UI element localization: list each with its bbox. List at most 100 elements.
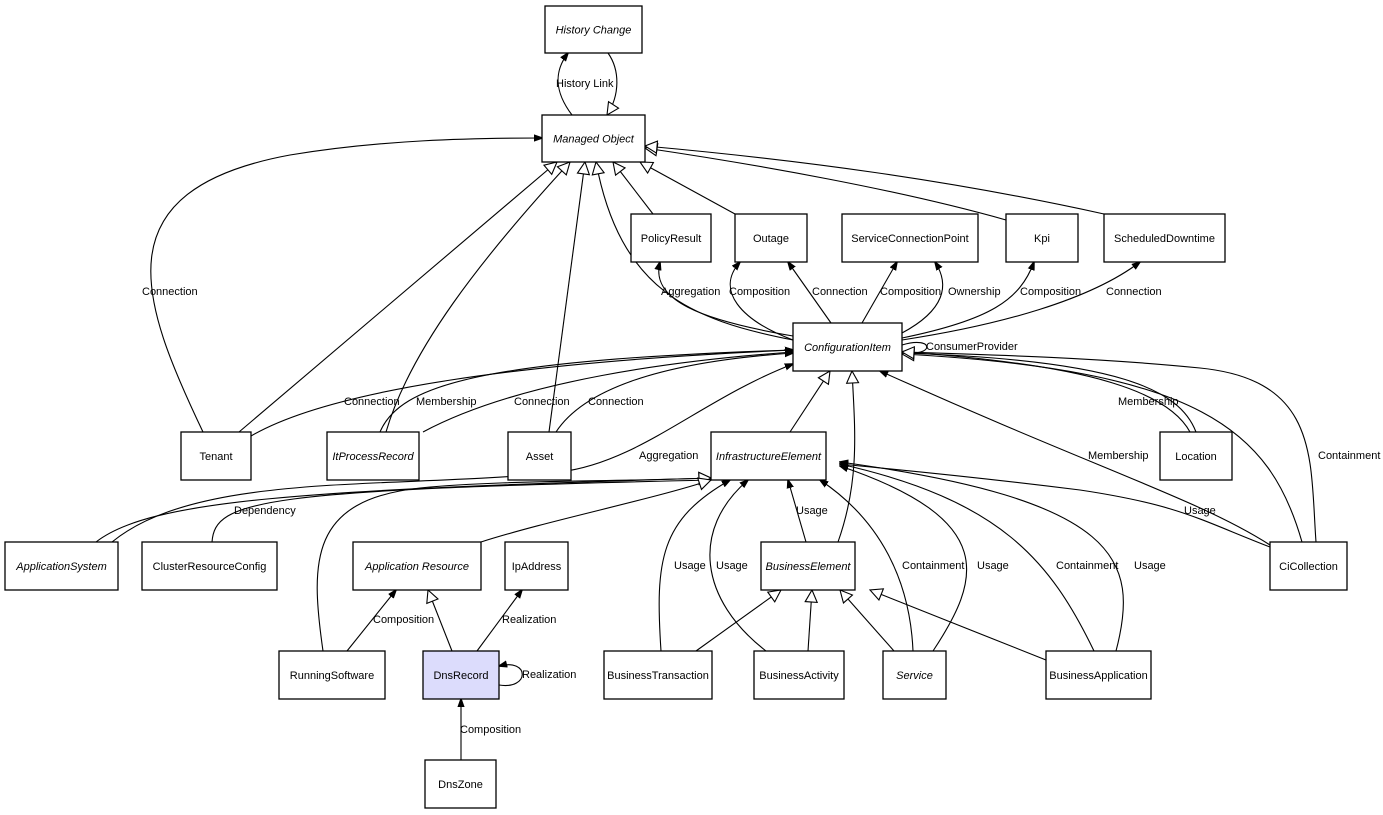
class-box[interactable] [792, 322, 903, 372]
class-node-business-application[interactable]: BusinessApplication [1045, 650, 1152, 700]
association-edge-business_transaction-to-infrastructure_element [658, 480, 730, 652]
class-box[interactable] [841, 213, 979, 263]
association-arrow [901, 262, 1034, 339]
association-arrow [861, 262, 897, 324]
class-box[interactable] [603, 650, 713, 700]
association-arrow [729, 262, 794, 341]
class-node-ip-address[interactable]: IpAddress [504, 541, 569, 591]
generalization-edge-asset-to-managed_object [548, 162, 585, 433]
class-name: ItProcessRecord [332, 451, 414, 463]
class-box[interactable] [1159, 431, 1233, 481]
association-edge-business_application-to-infrastructure_element [840, 462, 1124, 652]
generalization-edge-application_resource-to-infrastructure_element [480, 480, 711, 543]
edge-label: Usage [796, 505, 828, 517]
class-box[interactable] [734, 213, 808, 263]
class-box[interactable] [882, 650, 947, 700]
generalization-edge-running_software-to-infrastructure_element [316, 478, 711, 652]
generalization-arrow [596, 162, 794, 341]
association-edge-asset-to-configuration_item [555, 353, 793, 433]
class-box[interactable] [753, 650, 845, 700]
edges-layer [95, 53, 1317, 760]
class-box[interactable] [326, 431, 420, 481]
association-arrow [379, 350, 793, 433]
class-box[interactable] [1103, 213, 1226, 263]
class-name: ClusterResourceConfig [153, 561, 267, 573]
class-name: BusinessActivity [759, 670, 839, 682]
class-node-business-element[interactable]: BusinessElement [760, 541, 856, 591]
association-arrow [499, 665, 523, 687]
class-box[interactable] [1269, 541, 1348, 591]
class-node-location[interactable]: Location [1159, 431, 1233, 481]
edge-label: ConsumerProvider [926, 341, 1018, 353]
edge-label: Membership [416, 396, 477, 408]
class-node-outage[interactable]: Outage [734, 213, 808, 263]
class-box[interactable] [507, 431, 572, 481]
association-edge-business_activity-to-infrastructure_element [709, 480, 767, 652]
class-box[interactable] [180, 431, 252, 481]
class-node-ci-collection[interactable]: CiCollection [1269, 541, 1348, 591]
association-arrow [150, 138, 542, 433]
class-box[interactable] [424, 759, 497, 809]
class-node-managed-object[interactable]: Managed Object [541, 114, 646, 163]
class-box[interactable] [1045, 650, 1152, 700]
class-node-history-change[interactable]: History Change [544, 5, 643, 54]
class-box[interactable] [1005, 213, 1079, 263]
class-name: Managed Object [553, 133, 635, 145]
class-box[interactable] [630, 213, 712, 263]
class-name: BusinessElement [766, 561, 852, 573]
generalization-edge-application_system-to-infrastructure_element [95, 478, 711, 543]
association-edge-tenant-to-managed_object [150, 138, 542, 433]
association-arrow [788, 480, 807, 543]
edge-label: Connection [812, 286, 868, 298]
class-node-policy-result[interactable]: PolicyResult [630, 213, 712, 263]
class-node-dns-record[interactable]: DnsRecord [422, 650, 500, 700]
class-node-cluster-resource-config[interactable]: ClusterResourceConfig [141, 541, 278, 591]
class-name: IpAddress [512, 561, 562, 573]
class-node-service[interactable]: Service [882, 650, 947, 700]
class-node-service-connection-point[interactable]: ServiceConnectionPoint [841, 213, 979, 263]
association-arrow [902, 341, 928, 353]
class-name: DnsZone [438, 779, 483, 791]
association-edge-running_software-to-application_resource [346, 590, 396, 652]
class-node-tenant[interactable]: Tenant [180, 431, 252, 481]
association-arrow [250, 350, 793, 437]
class-node-business-transaction[interactable]: BusinessTransaction [603, 650, 713, 700]
class-box[interactable] [352, 541, 482, 591]
class-box[interactable] [541, 114, 646, 163]
generalization-arrow [428, 590, 453, 652]
generalization-edge-ci_collection-to-configuration_item [902, 354, 1303, 543]
class-node-it-process-record[interactable]: ItProcessRecord [326, 431, 420, 481]
edge-label: Usage [977, 560, 1009, 572]
edge-label: Realization [522, 669, 576, 681]
class-name: PolicyResult [641, 233, 702, 245]
class-node-scheduled-downtime[interactable]: ScheduledDowntime [1103, 213, 1226, 263]
class-box[interactable] [141, 541, 278, 591]
association-arrow [211, 480, 711, 543]
association-edge-business_application-to-infrastructure_element [840, 464, 1095, 652]
class-node-application-resource[interactable]: Application Resource [352, 541, 482, 591]
association-arrow [659, 262, 794, 337]
generalization-edge-service-to-business_element [840, 590, 895, 652]
class-node-business-activity[interactable]: BusinessActivity [753, 650, 845, 700]
class-box[interactable] [278, 650, 386, 700]
class-box[interactable] [4, 541, 119, 591]
class-box[interactable] [760, 541, 856, 591]
edge-label: Dependency [234, 505, 296, 517]
class-box[interactable] [422, 650, 500, 700]
class-node-kpi[interactable]: Kpi [1005, 213, 1079, 263]
class-box[interactable] [710, 431, 827, 481]
class-node-running-software[interactable]: RunningSoftware [278, 650, 386, 700]
association-edge-managed_object-to-history_change [557, 53, 573, 116]
class-node-configuration-item[interactable]: ConfigurationItem [792, 322, 903, 372]
class-name: DnsRecord [433, 670, 488, 682]
generalization-edge-location-to-configuration_item [902, 352, 1191, 433]
class-node-infrastructure-element[interactable]: InfrastructureElement [710, 431, 827, 481]
association-arrow [422, 352, 793, 433]
edge-label: Composition [880, 286, 941, 298]
class-node-dns-zone[interactable]: DnsZone [424, 759, 497, 809]
class-node-application-system[interactable]: ApplicationSystem [4, 541, 119, 591]
class-box[interactable] [504, 541, 569, 591]
class-box[interactable] [544, 5, 643, 54]
class-node-asset[interactable]: Asset [507, 431, 572, 481]
